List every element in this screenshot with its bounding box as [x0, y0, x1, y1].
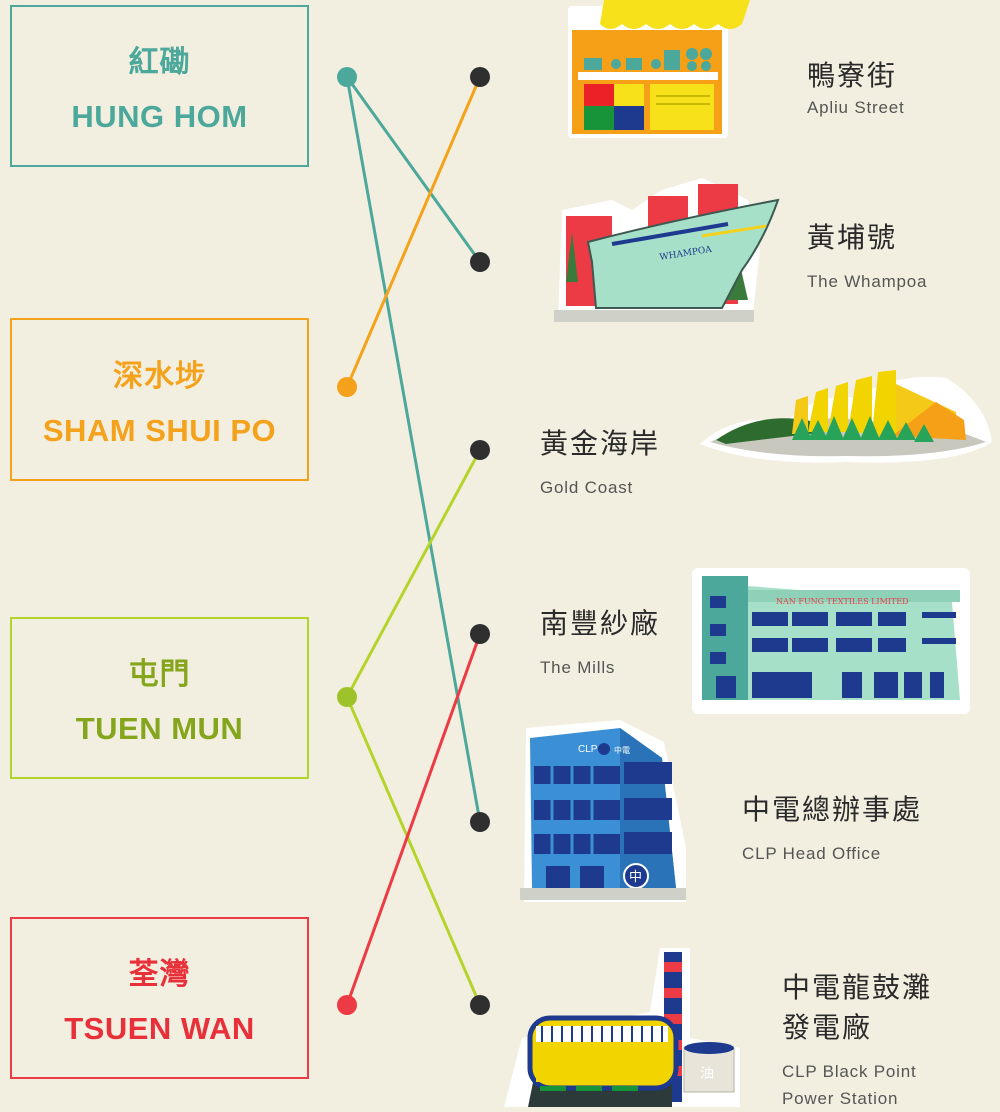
district-dot: [337, 687, 357, 707]
clp-sign-zh: 中電: [614, 745, 630, 755]
place-dot: [470, 812, 490, 832]
office-building-icon: CLP 中電 中: [520, 720, 686, 902]
place-name-zh: 南豐紗廠: [540, 607, 661, 640]
place-gold-coast: 黃金海岸 Gold Coast: [540, 424, 660, 501]
line-sham-shui-po-apliu-street: [345, 76, 482, 388]
district-dot: [337, 67, 357, 87]
district-name-en: TUEN MUN: [75, 711, 244, 746]
place-name-en: The Mills: [540, 658, 616, 677]
district-dot: [337, 995, 357, 1015]
place-name-en: Apliu Street: [807, 98, 905, 117]
place-apliu-street: 鴨寮街 Apliu Street: [807, 56, 904, 121]
place-name-en: Gold Coast: [540, 478, 634, 497]
place-dot: [470, 67, 490, 87]
line-tuen-mun-gold-coast: [345, 449, 482, 698]
ship-icon: WHAMPOA: [554, 178, 780, 322]
district-name-en: SHAM SHUI PO: [42, 412, 277, 448]
district-sham-shui-po: 深水埗 SHAM SHUI PO: [10, 318, 309, 481]
place-the-whampoa: 黃埔號 The Whampoa: [807, 218, 927, 295]
place-dot: [470, 252, 490, 272]
mill-sign-label: NAN FUNG TEXTILES LIMITED: [776, 597, 909, 606]
tank-label: 油: [700, 1066, 714, 1082]
place-dot: [470, 995, 490, 1015]
place-name-zh: 黃埔號: [807, 221, 898, 254]
place-name-zh-line2: 發電廠: [782, 1011, 873, 1044]
place-the-mills: 南豐紗廠 The Mills: [540, 604, 660, 681]
place-clp-head-office: 中電總辦事處 CLP Head Office: [742, 790, 922, 867]
district-name-zh: 紅磡: [128, 45, 191, 80]
place-name-en-line2: Power Station: [782, 1089, 899, 1108]
district-name-zh: 屯門: [128, 657, 191, 692]
line-tsuen-wan-the-mills: [345, 633, 482, 1006]
district-dot: [337, 377, 357, 397]
district-tuen-mun: 屯門 TUEN MUN: [10, 617, 309, 779]
place-name-en: CLP Black Point: [782, 1062, 917, 1081]
place-name-zh: 黃金海岸: [540, 427, 661, 460]
clp-sign: CLP: [578, 744, 598, 755]
district-name-en: TSUEN WAN: [64, 1011, 255, 1046]
place-dot: [470, 624, 490, 644]
place-dot: [470, 440, 490, 460]
coast-icon: [700, 370, 992, 463]
place-name-zh: 中電龍鼓灘: [782, 971, 933, 1004]
place-name-zh: 鴨寮街: [807, 59, 898, 92]
power-station-icon: 油: [504, 948, 740, 1107]
place-clp-black-point: 中電龍鼓灘 發電廠 CLP Black Point Power Station: [782, 968, 932, 1112]
district-name-zh: 深水埗: [113, 358, 206, 394]
place-name-en: The Whampoa: [807, 272, 928, 291]
district-hung-hom: 紅磡 HUNG HOM: [10, 5, 309, 167]
line-tuen-mun-black-point: [345, 696, 482, 1006]
textile-mill-icon: NAN FUNG TEXTILES LIMITED: [692, 568, 970, 714]
district-name-en: HUNG HOM: [71, 99, 248, 134]
clp-logo: 中: [629, 870, 642, 885]
place-name-en: CLP Head Office: [742, 844, 881, 863]
line-hung-hom-whampoa: [345, 76, 482, 263]
district-tsuen-wan: 荃灣 TSUEN WAN: [10, 917, 309, 1079]
line-hung-hom-clp-head-office: [345, 76, 482, 823]
place-name-zh: 中電總辦事處: [742, 793, 923, 826]
district-name-zh: 荃灣: [128, 957, 191, 992]
market-stall-icon: [568, 0, 750, 138]
